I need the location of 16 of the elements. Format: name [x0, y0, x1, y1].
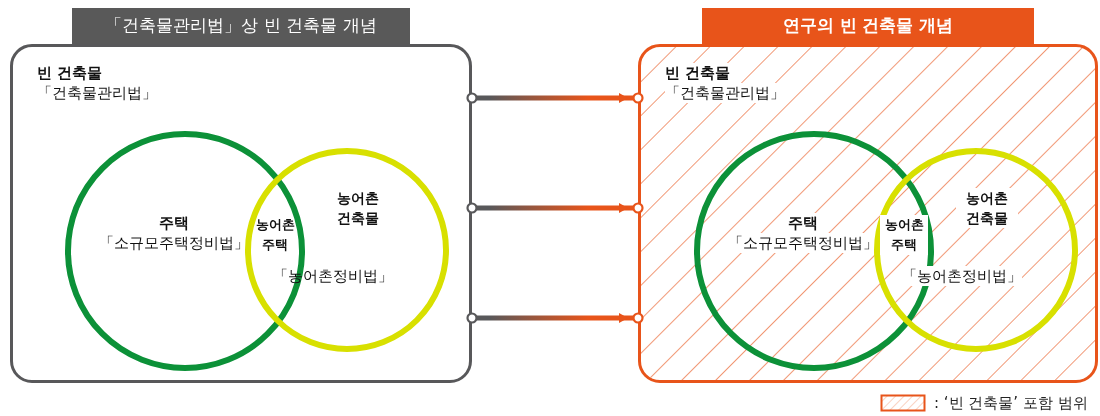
legend-label: : ‘빈 건축물’ 포함 범위: [934, 393, 1088, 413]
arrow: [466, 91, 644, 105]
law-name: 「건축물관리법」: [37, 83, 157, 103]
overlap-label: 농어촌 주택: [880, 215, 928, 255]
arrow: [466, 311, 644, 325]
circle-title: 주택: [159, 213, 189, 233]
arrow: [466, 201, 644, 215]
panel-title: 연구의 빈 건축물 개념: [702, 8, 1034, 44]
heading: 빈 건축물: [37, 63, 103, 83]
law-name: 「소규모주택정비법」: [99, 233, 249, 253]
circle-title: 주택: [788, 213, 818, 233]
overlap-label: 농어촌 주택: [254, 216, 296, 254]
heading: 빈 건축물: [665, 63, 731, 83]
circle-title: 농어촌 건축물: [336, 189, 380, 228]
panel-title: 「건축물관리법」상 빈 건축물 개념: [72, 8, 410, 44]
circle-title: 농어촌 건축물: [956, 188, 1018, 228]
